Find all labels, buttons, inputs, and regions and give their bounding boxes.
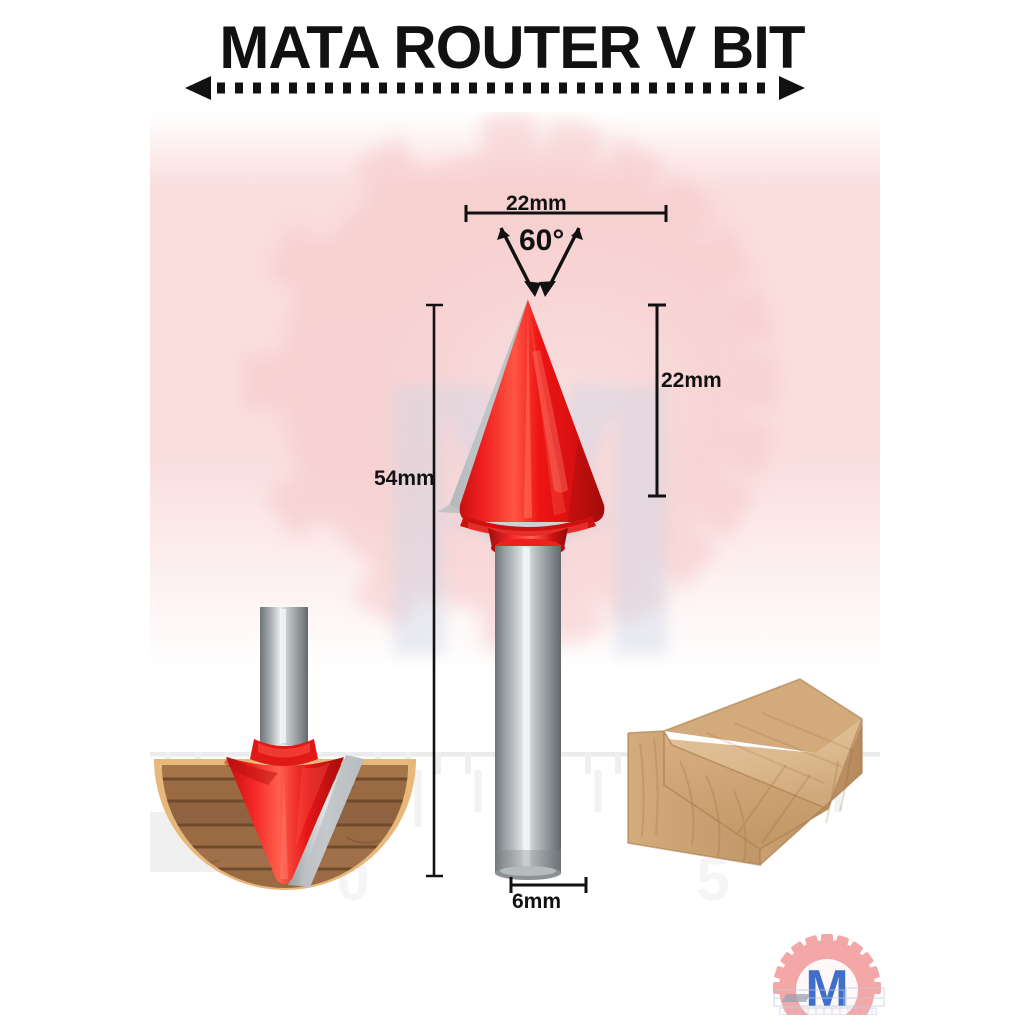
wood-cut-illustration xyxy=(154,607,416,890)
dimension-label-angle: 60° xyxy=(519,224,565,257)
brand-watermark-logo: M xyxy=(773,934,885,1015)
dimension-label-top-width: 22mm xyxy=(506,192,567,215)
watermark-letter: M xyxy=(805,960,848,1015)
router-bit-product-image xyxy=(436,298,620,880)
page-title: MATA ROUTER V BIT xyxy=(219,14,805,81)
wood-block-result xyxy=(627,678,863,866)
dimension-label-total-length: 54mm xyxy=(374,467,435,490)
dimension-label-head-height: 22mm xyxy=(661,369,722,392)
title-block: MATA ROUTER V BIT xyxy=(0,18,1024,78)
content-panel: 0 5 xyxy=(150,112,880,902)
double-headed-dotted-arrow-icon xyxy=(185,76,805,100)
dimension-label-shank-diameter: 6mm xyxy=(512,890,562,913)
